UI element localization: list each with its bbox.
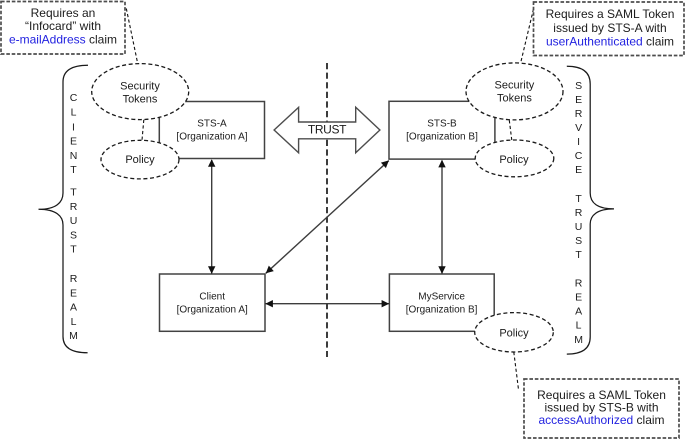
svg-text:MyService: MyService [418,292,465,303]
svg-text:T: T [575,249,582,261]
svg-text:Requires a SAML Token: Requires a SAML Token [546,7,675,21]
svg-text:I: I [577,136,580,148]
svg-text:M: M [574,334,583,346]
svg-text:STS-B: STS-B [427,119,457,130]
svg-text:A: A [70,302,77,314]
svg-text:I: I [72,122,75,134]
svg-text:S: S [70,229,77,241]
svg-text:Security: Security [495,80,535,92]
svg-text:U: U [70,215,78,227]
svg-text:V: V [575,122,582,134]
svg-text:R: R [70,201,78,213]
svg-text:U: U [575,221,583,233]
svg-text:C: C [70,92,78,104]
svg-text:S: S [575,235,582,247]
svg-text:E: E [575,292,582,304]
svg-text:E: E [70,136,77,148]
svg-text:T: T [70,244,77,256]
svg-text:A: A [575,306,582,318]
svg-text:L: L [71,107,77,119]
svg-text:C: C [575,150,583,162]
svg-text:[Organization B]: [Organization B] [406,304,478,315]
svg-text:Tokens: Tokens [497,93,532,105]
svg-text:accessAuthorized claim: accessAuthorized claim [538,413,664,427]
svg-text:e-mailAddress claim: e-mailAddress claim [9,32,117,46]
svg-text:R: R [575,108,583,120]
svg-text:R: R [575,278,583,290]
svg-text:S: S [575,80,582,92]
svg-text:R: R [70,273,78,285]
svg-text:userAuthenticated claim: userAuthenticated claim [546,35,674,49]
svg-text:issued by STS-A with: issued by STS-A with [553,21,666,35]
svg-text:[Organization A]: [Organization A] [176,132,247,143]
svg-text:STS-A: STS-A [197,119,227,130]
svg-text:E: E [575,94,582,106]
svg-text:T: T [70,164,77,176]
svg-text:T: T [70,187,77,199]
svg-text:N: N [70,150,78,162]
svg-text:E: E [575,164,582,176]
svg-text:E: E [70,287,77,299]
svg-text:Tokens: Tokens [123,94,158,106]
svg-text:R: R [575,207,583,219]
svg-text:Policy: Policy [499,154,529,166]
svg-text:Requires an: Requires an [31,6,96,20]
svg-text:TRUST: TRUST [308,123,347,137]
svg-text:L: L [576,320,582,332]
svg-text:“Infocard” with: “Infocard” with [25,19,101,33]
svg-text:Security: Security [120,80,160,92]
svg-text:Policy: Policy [125,154,155,166]
svg-text:Requires a SAML Token: Requires a SAML Token [537,388,666,402]
svg-text:M: M [69,330,78,342]
svg-text:[Organization B]: [Organization B] [406,132,478,143]
svg-text:L: L [71,316,77,328]
svg-text:T: T [575,193,582,205]
svg-text:Policy: Policy [499,327,529,339]
svg-text:issued by STS-B with: issued by STS-B with [544,400,658,414]
svg-text:[Organization A]: [Organization A] [177,304,248,315]
svg-text:Client: Client [199,292,225,303]
